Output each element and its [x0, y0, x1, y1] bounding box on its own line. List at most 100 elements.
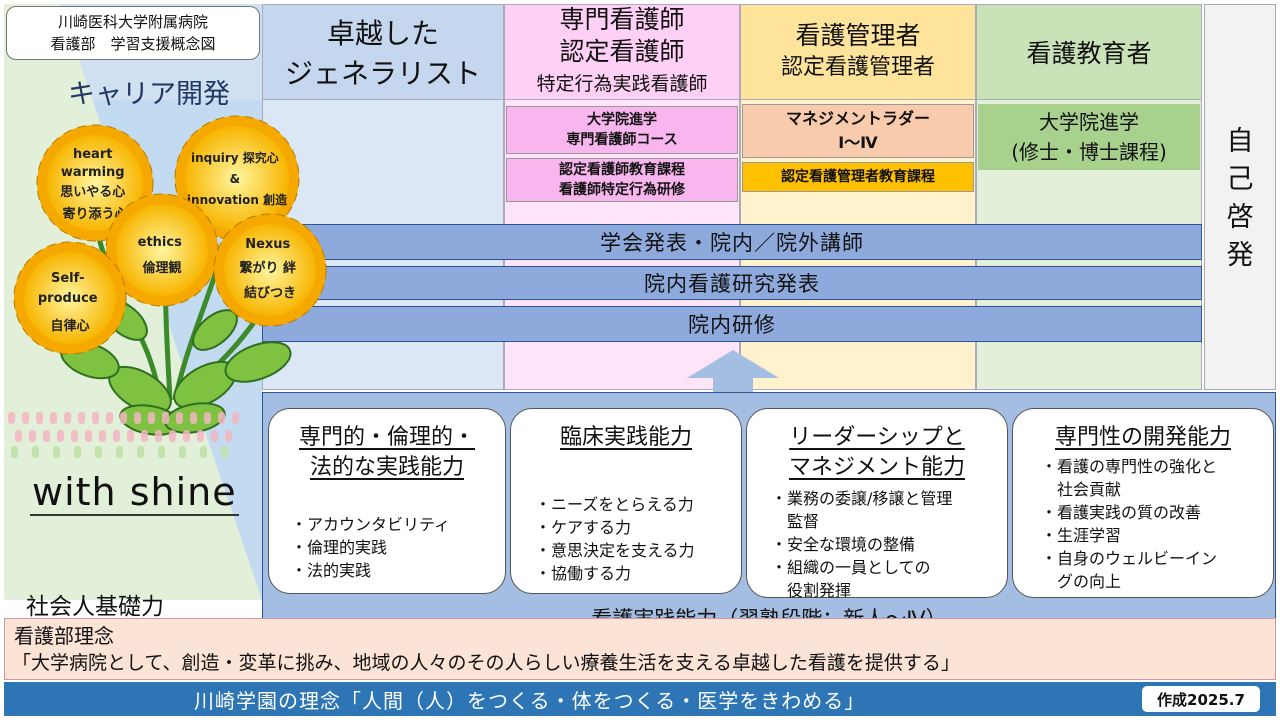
specialist-box-1-line-1: 大学院進学 [587, 112, 657, 128]
self-development-char-3: 啓 [1226, 202, 1254, 233]
philosophy-panel [4, 618, 1276, 680]
specialist-subtitle: 特定行為実践看護師 [536, 73, 708, 95]
competency-card-2: 臨床実践能力 ・ニーズをとらえる力 ・ケアする力 ・意思決定を支える力 ・協働す… [510, 408, 742, 594]
flower-2-line-2: & [230, 172, 240, 186]
title-line-1: 川崎医科大学附属病院 [57, 13, 208, 31]
sunflower-illustration: heart warming 思いやる心 寄り添う心 inquiry 探究心 & … [13, 115, 327, 436]
svg-text:heart warming 思いやる: heart warming 思いやる心 寄り添う心 [60, 147, 130, 222]
competency-3-item-4: ・組織の一員としての [771, 558, 931, 577]
sunflower-inquiry: inquiry 探究心 & innovation 創造 [174, 115, 300, 241]
flower-1-line-4: 寄り添う心 [62, 206, 127, 222]
title-line-2: 看護部 学習支援概念図 [50, 35, 216, 53]
self-development-char-4: 発 [1226, 240, 1254, 271]
bar-training: 院内研修 [262, 306, 1202, 342]
column-manager-header: 看護管理者 認定看護管理者 [740, 4, 976, 100]
manager-subtitle: 認定看護管理者 [780, 55, 935, 80]
competency-3-title-1: リーダーシップと [789, 425, 965, 450]
flower-1-line-2: warming [61, 165, 125, 180]
specialist-title-1: 専門看護師 [559, 5, 685, 34]
sunflower-heart-warming: heart warming 思いやる心 寄り添う心 [36, 124, 154, 242]
flower-5-line-3: 自律心 [50, 318, 89, 334]
manager-box-2-line-1: 認定看護管理者教育課程 [781, 169, 935, 185]
sunflower-self-produce: Self- produce 自律心 [13, 241, 127, 355]
flower-5-line-2: produce [38, 291, 98, 306]
column-educator-header: 看護教育者 [976, 4, 1202, 100]
philosophy-label: 看護部理念 [14, 624, 114, 648]
column-specialist-header: 専門看護師 認定看護師 特定行為実践看護師 [504, 4, 740, 100]
self-development-column: 自 己 啓 発 [1204, 4, 1276, 390]
created-badge: 作成2025.7 [1142, 686, 1260, 712]
flower-5-line-1: Self- [51, 271, 84, 286]
bar-research: 院内看護研究発表 [262, 266, 1202, 300]
bar-conference: 学会発表・院内／院外講師 [262, 224, 1202, 260]
competency-3-item-5: 役割発揮 [771, 581, 852, 600]
bar-research-label: 院内看護研究発表 [644, 272, 820, 296]
competency-2-item-4: ・協働する力 [535, 564, 632, 583]
specialist-box-2: 認定看護師教育課程 看護師特定行為研修 [506, 158, 738, 202]
generalist-title-2: ジェネラリスト [284, 57, 481, 90]
sunflower-nexus: Nexus 繋がり 絆 結びつき [213, 213, 327, 327]
competency-card-3: リーダーシップとマネジメント能力 ・業務の委譲/移譲と管理 監督 ・安全な環境の… [746, 408, 1008, 600]
column-generalist-header: 卓越した ジェネラリスト [262, 4, 504, 100]
shakaijin-label: 社会人基礎力 [26, 594, 164, 620]
educator-box-line-2: (修士・博士課程) [1011, 140, 1167, 164]
competency-4-item-3: ・看護実践の質の改善 [1041, 503, 1202, 522]
competency-2-item-3: ・意思決定を支える力 [535, 541, 695, 560]
generalist-title-1: 卓越した [326, 17, 439, 50]
competency-2-item-2: ・ケアする力 [535, 518, 632, 537]
flower-1-line-1: heart [73, 147, 112, 162]
competency-card-1: 専門的・倫理的・法的な実践能力 ・アカウンタビリティ ・倫理的実践 ・法的実践 [268, 408, 506, 594]
competency-1-item-3: ・法的実践 [291, 561, 372, 580]
competency-4-item-6: グの向上 [1041, 572, 1122, 591]
educator-box: 大学院進学 (修士・博士課程) [978, 104, 1200, 170]
self-development-char-1: 自 [1226, 126, 1254, 157]
competency-4-item-1: ・看護の専門性の強化と [1041, 457, 1218, 476]
competency-4-title-1: 専門性の開発能力 [1054, 425, 1231, 450]
manager-box-1-line-2: Ⅰ～Ⅳ [838, 133, 878, 152]
specialist-box-1: 大学院進学 専門看護師コース [506, 106, 738, 154]
gakuen-text: 川崎学園の理念「人間（人）をつくる・体をつくる・医学をきわめる」 [194, 688, 866, 713]
career-label: キャリア開発 [68, 79, 230, 110]
competency-2-item-1: ・ニーズをとらえる力 [535, 495, 694, 514]
gakuen-bar: 川崎学園の理念「人間（人）をつくる・体をつくる・医学をきわめる」 [4, 682, 1276, 716]
competency-4-item-5: ・自身のウェルビーイン [1041, 549, 1218, 568]
competency-2-title-1: 臨床実践能力 [559, 425, 692, 450]
bar-training-label: 院内研修 [688, 313, 776, 337]
specialist-box-2-line-1: 認定看護師教育課程 [559, 162, 685, 178]
philosophy-text: 「大学病院として、創造・変革に挑み、地域の人々のその人らしい療養生活を支える卓越… [12, 652, 960, 674]
manager-box-1-line-1: マネジメントラダー [785, 109, 930, 128]
svg-text:inquiry 探究心 & inno: inquiry 探究心 & innovation 創造 [187, 150, 288, 207]
svg-text:Nexus 繋がり 絆 結びつき: Nexus 繋がり 絆 結びつき [239, 237, 300, 301]
specialist-title-2: 認定看護師 [559, 37, 685, 66]
manager-box-2: 認定看護管理者教育課程 [742, 162, 974, 192]
competency-1-title-2: 法的な実践能力 [309, 455, 464, 480]
competency-1-item-1: ・アカウンタビリティ [291, 515, 451, 534]
educator-title: 看護教育者 [1026, 39, 1152, 68]
manager-title: 看護管理者 [795, 21, 921, 50]
flower-4-line-2: 繋がり 絆 [239, 260, 296, 276]
bar-conference-label: 学会発表・院内／院外講師 [600, 231, 864, 255]
title-box: 川崎医科大学附属病院 看護部 学習支援概念図 [6, 6, 260, 60]
competency-card-4: 専門性の開発能力 ・看護の専門性の強化と 社会貢献 ・看護実践の質の改善 ・生涯… [1012, 408, 1274, 598]
flower-4-line-1: Nexus [245, 237, 290, 252]
competency-3-item-2: 監督 [771, 512, 820, 531]
with-shine-label: with shine [30, 470, 239, 516]
competency-4-item-4: ・生涯学習 [1041, 526, 1122, 545]
specialist-box-1-line-2: 専門看護師コース [566, 132, 678, 148]
competency-1-title-1: 専門的・倫理的・ [298, 425, 475, 450]
flower-2-line-1: inquiry 探究心 [191, 150, 279, 165]
svg-text:ethics 倫理観: ethics 倫理観 [138, 235, 187, 276]
educator-box-line-1: 大学院進学 [1039, 110, 1139, 134]
flower-1-line-3: 思いやる心 [60, 185, 125, 200]
manager-box-1: マネジメントラダー Ⅰ～Ⅳ [742, 104, 974, 158]
competency-4-item-2: 社会貢献 [1041, 480, 1122, 499]
decorative-pattern [8, 412, 239, 458]
flower-2-line-3: innovation 創造 [187, 192, 288, 207]
flower-3-line-2: 倫理観 [142, 260, 181, 276]
competency-3-item-1: ・業務の委譲/移譲と管理 [771, 489, 953, 508]
up-arrow-icon [687, 350, 779, 394]
self-development-char-2: 己 [1226, 164, 1254, 195]
svg-text:Self- produce 自律心: Self- produce 自律心 [38, 271, 102, 334]
competency-3-item-3: ・安全な環境の整備 [771, 535, 916, 554]
competency-1-item-2: ・倫理的実践 [291, 538, 388, 557]
